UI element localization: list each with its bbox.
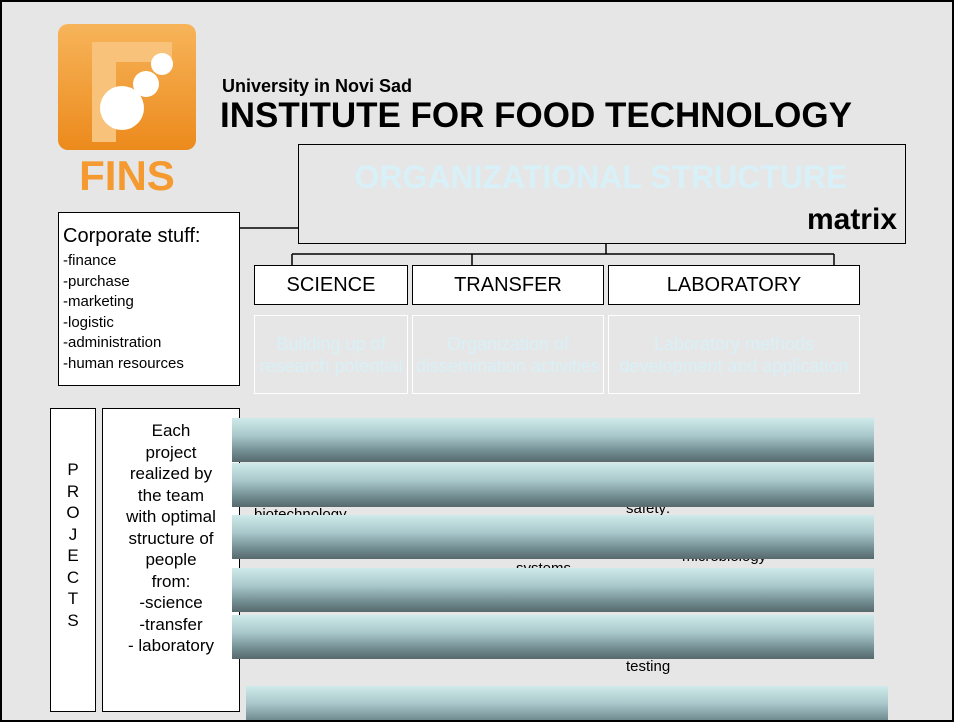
- fins-logo: FINS: [58, 24, 196, 196]
- corporate-title: Corporate stuff:: [63, 225, 201, 247]
- corporate-item: -human resources: [63, 354, 184, 372]
- column-transfer: TRANSFER: [412, 265, 604, 305]
- corporate-item: -finance: [63, 252, 117, 269]
- transfer-description: Organization of dissemination activities: [412, 315, 604, 394]
- projects-label-text: P R O J E C T S: [66, 460, 80, 630]
- projects-label-box: P R O J E C T S: [50, 408, 96, 712]
- project-bar: [232, 463, 874, 507]
- behind-text-testing: testing: [626, 658, 671, 675]
- team-line: structure of: [128, 528, 214, 548]
- university-name: University in Novi Sad: [222, 76, 413, 96]
- team-line: people: [145, 550, 197, 569]
- project-bar: [232, 515, 874, 559]
- project-bar: [246, 686, 888, 720]
- team-box: Each project realized by the team with o…: [102, 408, 240, 712]
- projects-vertical-label: P R O J E C T S: [51, 459, 95, 631]
- column-science: SCIENCE: [254, 265, 408, 305]
- team-line: with optimal: [126, 507, 216, 526]
- org-structure-box: ORGANIZATIONAL STRUCTURE matrix: [298, 144, 906, 244]
- corporate-item: -marketing: [63, 293, 134, 310]
- fins-logo-text: FINS: [79, 152, 175, 196]
- corporate-item: -administration: [63, 334, 162, 351]
- project-bar: [232, 615, 874, 659]
- team-line: the team: [137, 485, 205, 505]
- column-laboratory: LABORATORY: [608, 265, 860, 305]
- team-line: -transfer: [139, 614, 203, 634]
- team-description: Each project realized by the team with o…: [103, 420, 239, 657]
- corporate-list: -finance -purchase -marketing -logistic …: [63, 251, 184, 374]
- corporate-box: Corporate stuff: -finance -purchase -mar…: [58, 212, 240, 386]
- org-title: ORGANIZATIONAL STRUCTURE: [354, 159, 848, 195]
- team-line: project: [145, 442, 197, 462]
- org-subtitle: matrix: [806, 203, 897, 236]
- team-line: from:: [151, 571, 191, 591]
- team-line: Each: [151, 421, 191, 440]
- laboratory-description: Laboratory methods development and appli…: [608, 315, 860, 394]
- project-bar: [232, 568, 874, 612]
- corporate-item: -logistic: [63, 313, 114, 331]
- team-line: - laboratory: [128, 636, 214, 655]
- team-line: -science: [139, 593, 203, 612]
- project-bar: [232, 418, 874, 462]
- team-line: realized by: [129, 464, 213, 483]
- institute-title: INSTITUTE FOR FOOD TECHNOLOGY: [220, 96, 852, 135]
- corporate-item: -purchase: [63, 272, 130, 290]
- science-description: Building up of research potential: [254, 315, 408, 394]
